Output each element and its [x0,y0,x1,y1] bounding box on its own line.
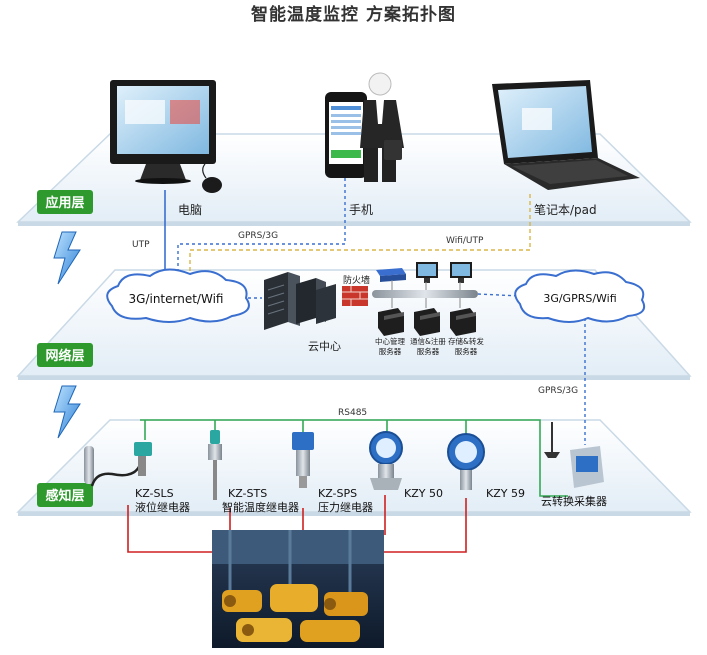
sensor1-model: KZ-SLS [135,487,174,500]
server3-label-line1: 存储&转发 [448,336,484,346]
network-layer-label: 网络层 [37,343,93,367]
backbone-line [477,293,521,297]
phone-icon [325,92,367,178]
management-server-icon [378,308,404,336]
utp-label: UTP [132,240,150,250]
server2-label-line2: 服务器 [417,346,440,356]
kzy59-transmitter-icon [447,433,485,490]
sensor3-model: KZ-SPS [318,487,357,500]
gprs-line [177,178,346,286]
wireless-bolt-icon [53,385,81,439]
collector-label: 云转换采集器 [541,494,607,508]
phone-label: 手机 [349,203,373,217]
wireless-bolt-icon [53,231,81,285]
pc-icon [110,80,222,193]
sense-layer-text: 感知层 [45,488,84,504]
pc-label: 电脑 [178,203,202,217]
rs485-bus-line [140,419,568,497]
field-wiring-line [383,498,467,553]
field-wiring-line [127,505,212,553]
monitor-icon [416,262,438,283]
laptop-icon [492,80,640,190]
server2-label-line1: 通信&注册 [410,336,446,346]
diagram-title: 智能温度监控 方案拓扑图 [251,5,456,25]
temperature-relay-icon [208,430,222,500]
cloud-center-label: 云中心 [308,340,341,353]
sensor1-name: 液位继电器 [135,500,190,514]
server3-label-line2: 服务器 [455,346,478,356]
collector-icon [544,422,604,488]
level-relay-icon [84,442,152,487]
rs485-label: RS485 [338,408,367,418]
internet-cloud-label: 3G/internet/Wifi [129,292,224,306]
server1-label-line1: 中心管理 [375,336,405,346]
wifi-utp-label: Wifi/UTP [446,236,484,246]
pressure-relay-icon [292,432,314,488]
gprs-cloud-label: 3G/GPRS/Wifi [543,292,616,305]
monitor-icon [450,262,472,283]
sensor3-name: 压力继电器 [318,501,373,514]
businessman-icon [360,72,404,182]
internet-cloud: 3G/internet/Wifi [106,268,250,323]
switch-icon [376,268,406,282]
comm-server-icon [414,308,440,336]
firewall-icon [342,286,368,306]
gprs-top-label: GPRS/3G [238,231,278,241]
sensor5-model: KZY 59 [486,487,525,500]
laptop-label: 笔记本/pad [534,202,597,217]
sense-layer-plate [16,419,692,516]
sensor2-name: 智能温度继电器 [222,500,299,514]
kzy50-transmitter-icon [369,431,403,490]
factory-photo [212,530,384,648]
storage-server-icon [450,308,476,336]
gprs-side-label: GPRS/3G [538,386,578,396]
network-layer-text: 网络层 [45,348,84,364]
gprs-cloud: 3G/GPRS/Wifi [514,269,646,323]
network-backbone [372,280,478,308]
server-rack-icon [264,272,336,330]
server1-label-line2: 服务器 [379,346,402,356]
app-layer-label: 应用层 [37,190,93,214]
sense-layer-label: 感知层 [37,483,93,507]
app-layer-text: 应用层 [45,195,84,211]
wifi-utp-line [189,194,531,290]
firewall-label: 防火墙 [343,274,370,286]
sensor2-model: KZ-STS [228,487,267,500]
sensor4-model: KZY 50 [404,487,443,500]
